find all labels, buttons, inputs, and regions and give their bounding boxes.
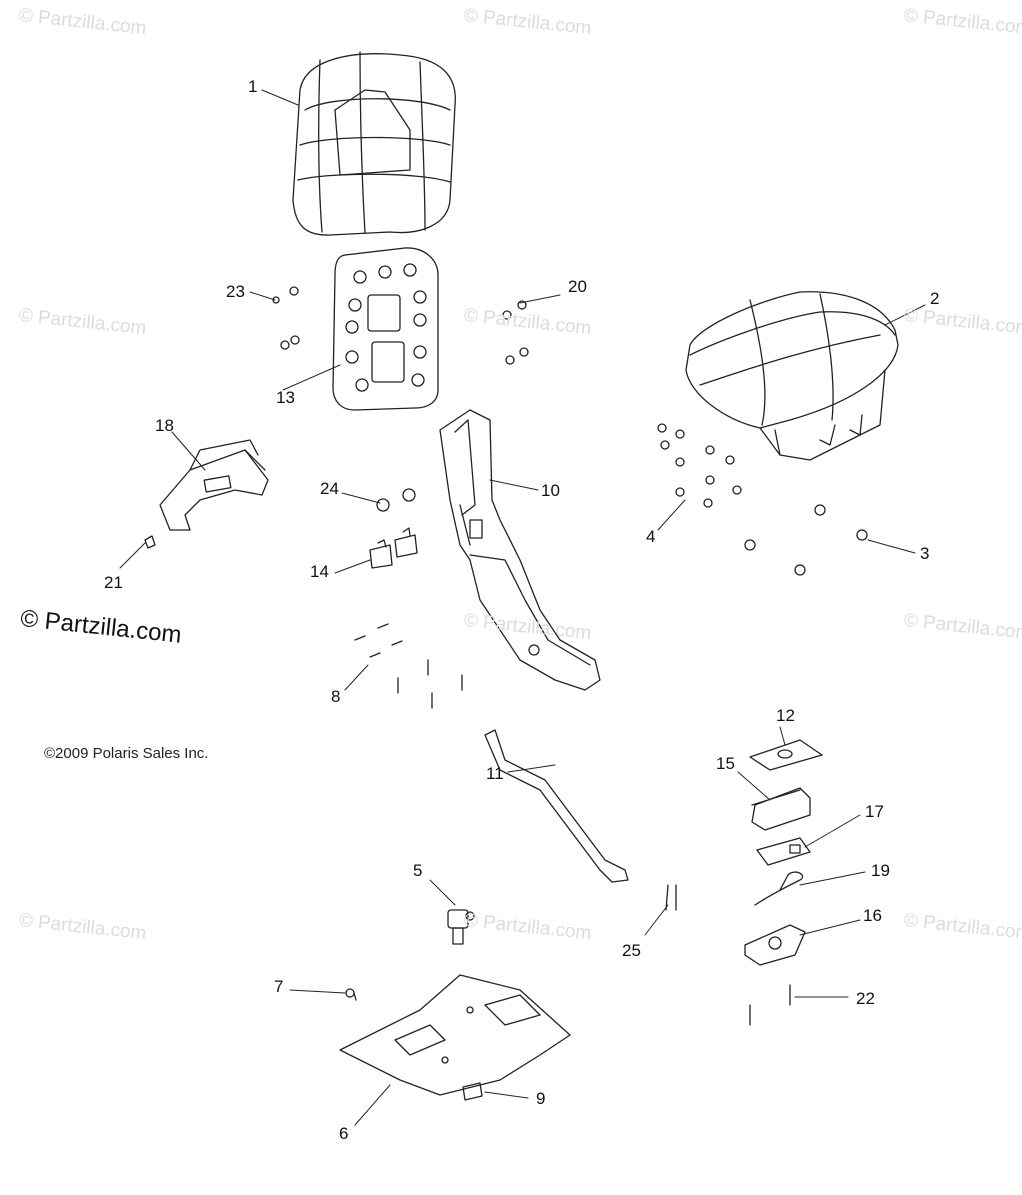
leader-lines	[119, 89, 926, 1126]
callout-2: 2	[930, 289, 940, 308]
screws-22-part	[749, 984, 791, 1026]
callout-8: 8	[331, 687, 341, 706]
seat-cushion-part	[685, 291, 899, 461]
hardware-nuts-part	[272, 286, 868, 576]
bezel-16-part	[744, 924, 806, 966]
block-15-part	[751, 787, 811, 831]
support-frame-part	[439, 409, 601, 691]
callout-5: 5	[413, 861, 423, 880]
nut-9-part	[462, 1082, 483, 1101]
callout-1: 1	[248, 77, 258, 96]
back-plate-part	[332, 247, 439, 411]
screw-7-part	[345, 988, 357, 1001]
callout-17: 17	[865, 802, 884, 821]
callout-14: 14	[310, 562, 329, 581]
callout-11: 11	[486, 764, 504, 783]
pins-25-part	[665, 884, 677, 911]
strap-part	[484, 729, 629, 883]
spring-19-part	[754, 871, 804, 906]
callout-7: 7	[274, 977, 284, 996]
callout-22: 22	[856, 989, 875, 1008]
latch-17-part	[756, 837, 811, 866]
callout-4: 4	[646, 527, 656, 546]
callout-10: 10	[541, 481, 560, 500]
callout-25: 25	[622, 941, 641, 960]
callout-16: 16	[863, 906, 882, 925]
bolts-8-part	[354, 623, 463, 709]
callout-19: 19	[871, 861, 890, 880]
backrest-cushion-part	[292, 51, 456, 236]
screw-21-part	[144, 535, 156, 549]
callout-21: 21	[104, 573, 123, 592]
callout-20: 20	[568, 277, 587, 296]
callout-24: 24	[320, 479, 339, 498]
callout-18: 18	[155, 416, 174, 435]
callout-9: 9	[536, 1089, 546, 1108]
plate-12-part	[749, 739, 823, 771]
bumper-14-part	[369, 527, 418, 569]
latch-5-part	[447, 909, 475, 945]
bracket-part	[159, 439, 269, 531]
base-plate-part	[339, 974, 571, 1096]
callout-23: 23	[226, 282, 245, 301]
callout-6: 6	[339, 1124, 349, 1143]
callout-13: 13	[276, 388, 295, 407]
callout-12: 12	[776, 706, 795, 725]
callout-3: 3	[920, 544, 930, 563]
copyright-text: ©2009 Polaris Sales Inc.	[44, 745, 209, 762]
callout-15: 15	[716, 754, 735, 773]
